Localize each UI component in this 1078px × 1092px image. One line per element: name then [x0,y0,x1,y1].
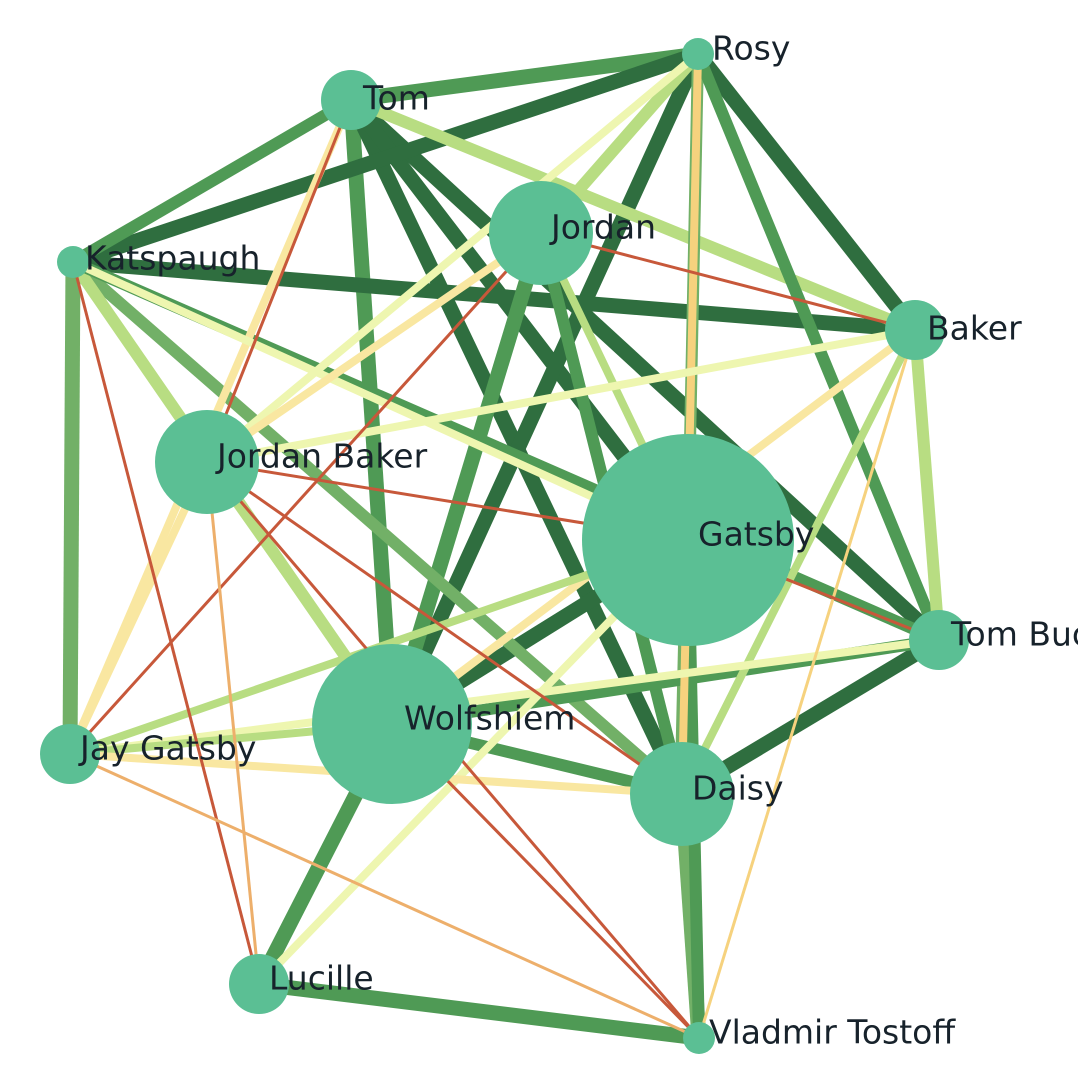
node-label-jordan_baker: Jordan Baker [215,437,428,476]
edge-jay_gatsby-vladmir_tostoff [69,752,700,1040]
nodes-layer [40,38,969,1054]
node-label-vladmir_tostoff: Vladmir Tostoff [709,1013,956,1052]
node-label-rosy: Rosy [712,29,790,68]
edge-baker-vladmir_tostoff [697,329,917,1039]
node-gatsby[interactable] [582,434,794,646]
node-label-gatsby: Gatsby [698,515,814,554]
node-tom_buchanan[interactable] [909,610,969,670]
edge-jordan-wolfshiem [384,230,549,727]
edge-jordan_baker-daisy [206,460,683,796]
edge-rosy-katspaugh [70,46,701,270]
node-katspaugh[interactable] [57,246,89,278]
edge-lucille-vladmir_tostoff [258,976,700,1046]
node-label-tom_buchanan: Tom Buchanan [950,615,1078,654]
edge-katspaugh-gatsby [71,258,690,544]
edge-rosy-baker [692,49,921,335]
node-jay_gatsby[interactable] [40,724,100,784]
node-jordan[interactable] [489,181,593,285]
node-rosy[interactable] [682,38,714,70]
edge-katspaugh-lucille [71,261,261,985]
edge-tom-tom_buchanan [345,94,945,646]
edge-baker-daisy [678,328,919,796]
edge-jordan_baker-lucille [205,461,261,985]
node-wolfshiem[interactable] [312,644,472,804]
node-label-baker: Baker [927,309,1022,348]
node-label-daisy: Daisy [692,769,784,808]
node-label-katspaugh: Katspaugh [85,239,260,278]
edge-jordan-jordan_baker [204,229,544,466]
node-jordan_baker[interactable] [155,410,259,514]
edge-rosy-jordan_baker [204,50,701,466]
edge-jordan_baker-jay_gatsby [66,460,211,756]
node-label-wolfshiem: Wolfshiem [404,699,575,738]
edge-baker-jordan_baker [206,326,916,466]
edge-tom-baker [348,94,918,336]
edge-tom-wolfshiem [343,99,400,725]
edge-rosy-wolfshiem [385,50,705,728]
node-baker[interactable] [885,300,945,360]
edge-tom-jordan_baker [205,99,353,463]
node-tom[interactable] [321,70,381,130]
node-label-jordan: Jordan [549,208,656,247]
edge-tom_buchanan-jay_gatsby [69,636,940,758]
edge-jordan-baker [540,231,916,332]
node-label-jay_gatsby: Jay Gatsby [78,729,256,768]
edge-baker-tom_buchanan [909,329,945,641]
node-label-tom: Tom [362,79,430,118]
edge-katspaugh-jay_gatsby [62,261,81,755]
edge-katspaugh-baker [72,254,916,338]
node-daisy[interactable] [630,742,734,846]
edge-tom-rosy [350,46,699,108]
node-lucille[interactable] [229,954,289,1014]
node-vladmir_tostoff[interactable] [683,1022,715,1054]
edge-katspaugh-daisy [69,257,686,799]
edge-jordan-jay_gatsby [68,231,543,756]
edge-tom-katspaugh [69,94,355,268]
node-label-lucille: Lucille [269,959,374,998]
